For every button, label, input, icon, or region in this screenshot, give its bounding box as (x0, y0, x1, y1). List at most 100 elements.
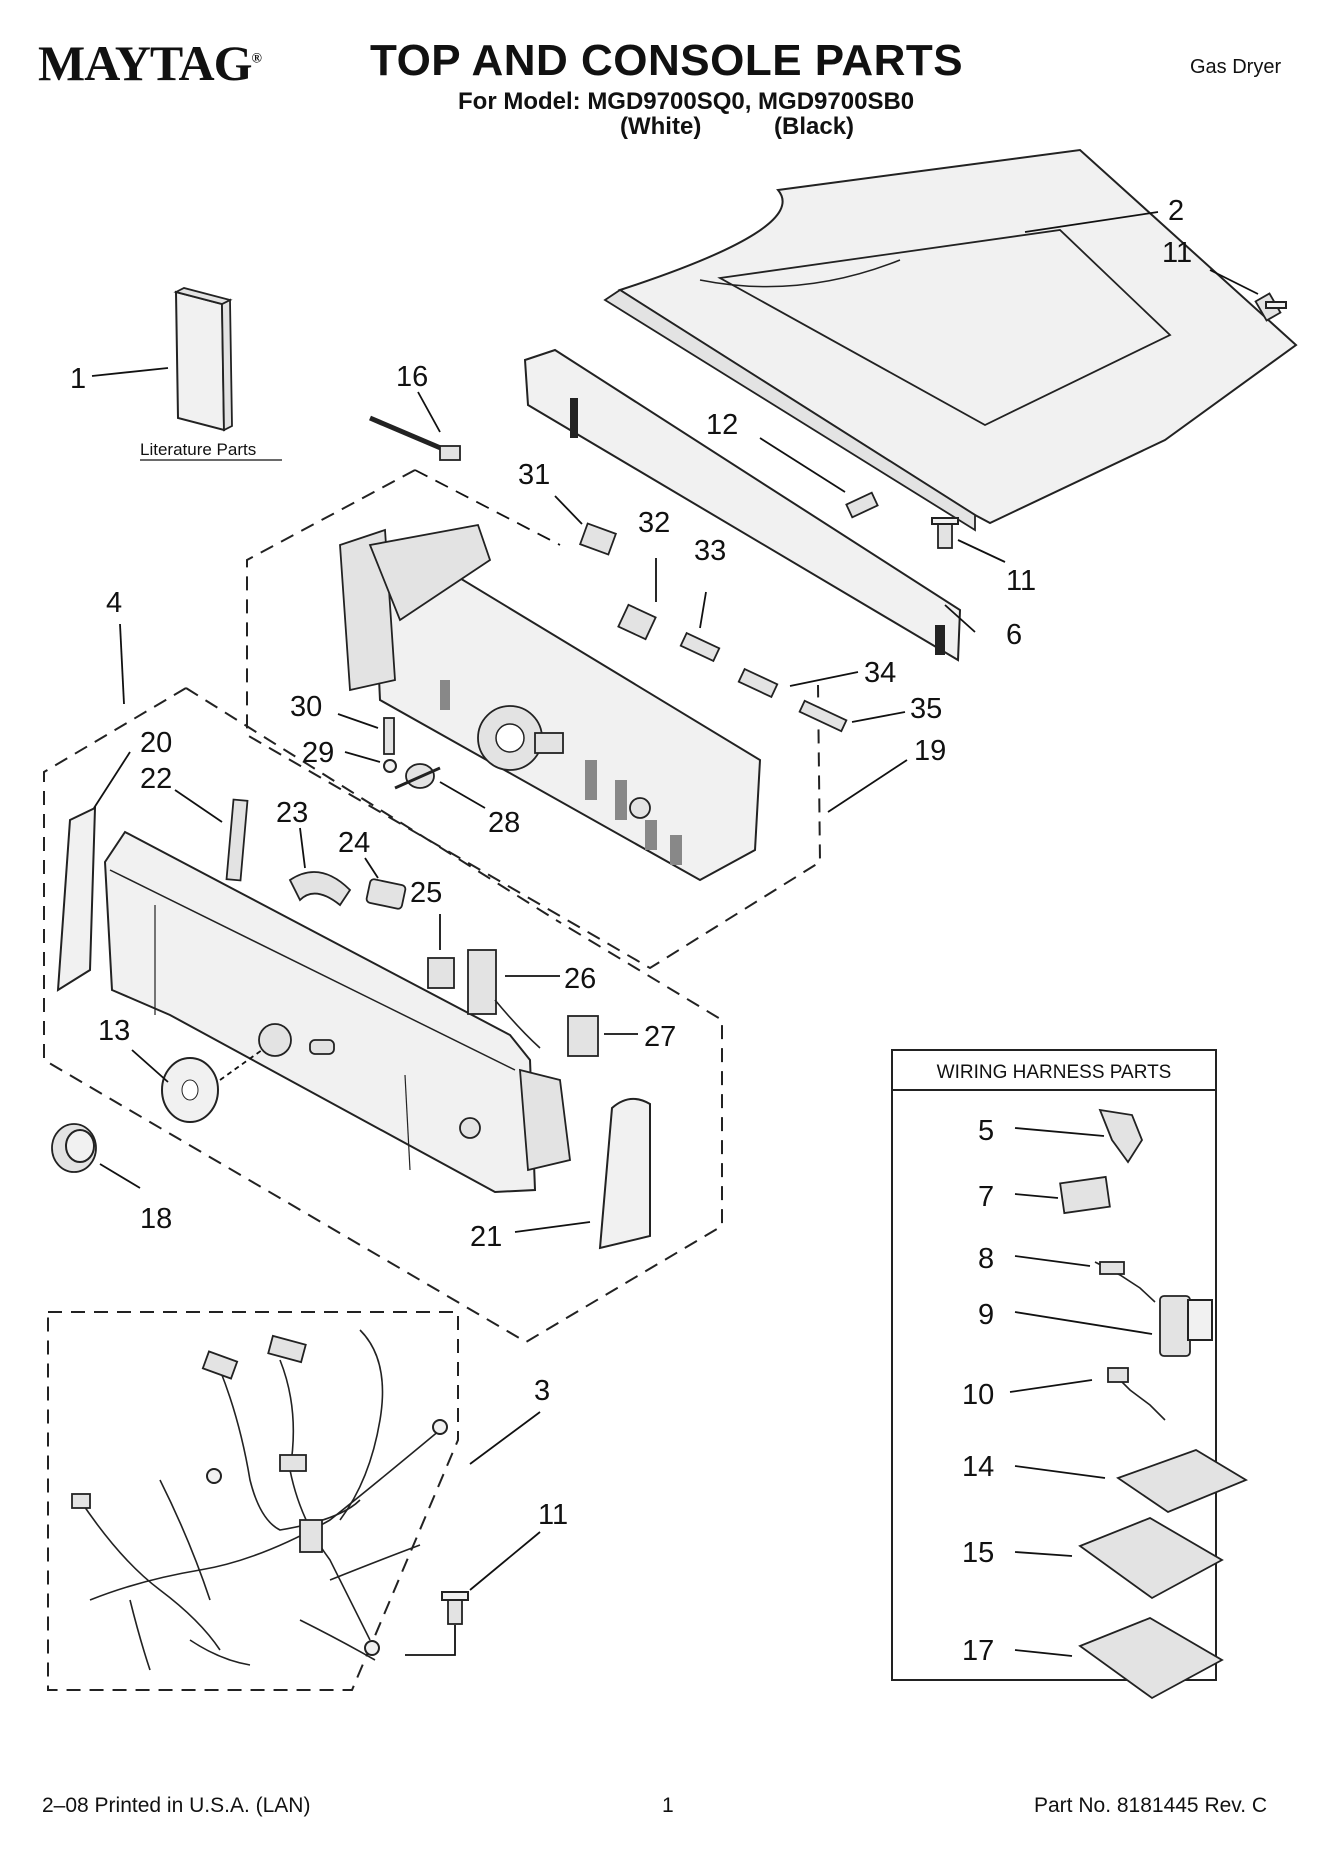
callout-11-bottom: 11 (538, 1499, 568, 1531)
leader-12 (759, 437, 846, 493)
leader-16 (417, 391, 441, 433)
color-white-label: (White) (620, 113, 702, 140)
leader-34 (789, 671, 859, 687)
leader-14 (1014, 1465, 1106, 1479)
callout-12: 12 (706, 409, 738, 441)
part-25 (427, 957, 455, 989)
part-26 (467, 949, 541, 1049)
callout-15: 15 (962, 1537, 994, 1569)
console-assembly-boundary (43, 687, 723, 1344)
dryer-top-panel (603, 148, 1298, 532)
leader-24 (364, 857, 379, 879)
page-title: TOP AND CONSOLE PARTS (370, 36, 964, 85)
leader-3 (469, 1411, 541, 1465)
leader-33 (699, 591, 707, 629)
callout-23: 23 (276, 797, 308, 829)
part-15 (1078, 1517, 1224, 1600)
callout-16: 16 (396, 361, 428, 393)
leader-11-middle (957, 539, 1006, 563)
part-9 (1159, 1295, 1213, 1357)
leader-21 (514, 1221, 591, 1233)
control-housing (339, 523, 762, 882)
part-27 (567, 1015, 599, 1057)
leader-35 (851, 711, 906, 723)
part-13-dial (161, 1057, 219, 1123)
literature-parts-label: Literature Parts (140, 440, 256, 459)
leader-31 (554, 495, 583, 525)
callout-27: 27 (644, 1021, 676, 1053)
callout-17: 17 (962, 1635, 994, 1667)
appliance-type: Gas Dryer (1190, 56, 1282, 78)
callout-26: 26 (564, 963, 596, 995)
callout-8: 8 (978, 1243, 994, 1275)
screw-11-top (1254, 292, 1287, 322)
part-8 (1094, 1261, 1156, 1303)
literature-book (173, 287, 233, 432)
screw-11-bottom (441, 1591, 469, 1625)
brand-name: MAYTAG (38, 35, 252, 91)
leader-18 (99, 1163, 141, 1189)
part-17 (1078, 1617, 1224, 1700)
wiring-harness-parts-box (891, 1049, 1217, 1681)
part-14 (1116, 1449, 1249, 1514)
leader-23 (299, 827, 306, 869)
screw-12 (845, 491, 879, 519)
part-24 (365, 878, 407, 910)
leader-13 (131, 1049, 169, 1083)
callout-25: 25 (410, 877, 442, 909)
main-wiring-harness (71, 1329, 448, 1671)
callout-31: 31 (518, 459, 550, 491)
part-32 (617, 603, 657, 641)
part-23 (288, 871, 352, 907)
part-31 (578, 522, 618, 556)
page-number: 1 (662, 1794, 674, 1817)
callout-13: 13 (98, 1015, 130, 1047)
callout-2: 2 (1168, 195, 1184, 227)
cable-tie (369, 415, 461, 461)
end-cap-right (519, 1068, 651, 1250)
leader-15 (1014, 1551, 1073, 1557)
part-28 (394, 763, 441, 790)
part-10 (1107, 1367, 1166, 1421)
part-30 (383, 717, 395, 755)
end-cap-left (56, 806, 97, 992)
leader-11-bottom (469, 1531, 541, 1591)
leader-30 (337, 713, 379, 729)
leader-17 (1014, 1649, 1073, 1657)
callout-6: 6 (1006, 619, 1022, 651)
callout-10: 10 (962, 1379, 994, 1411)
console-boundary-top (185, 687, 557, 921)
part-18-knob (51, 1123, 97, 1173)
part-34 (737, 667, 779, 699)
callout-30: 30 (290, 691, 322, 723)
callout-4: 4 (106, 587, 122, 619)
callout-28: 28 (488, 807, 520, 839)
leader-9 (1014, 1311, 1153, 1335)
part-29 (383, 759, 397, 773)
callout-22: 22 (140, 763, 172, 795)
leader-8 (1014, 1255, 1091, 1267)
leader-22 (174, 789, 223, 823)
leader-2 (1024, 211, 1159, 233)
leader-29 (344, 751, 381, 763)
wiring-harness-parts-title: WIRING HARNESS PARTS (937, 1062, 1172, 1083)
callout-11-top: 11 (1162, 237, 1192, 269)
leader-20 (93, 751, 131, 809)
leader-10 (1009, 1379, 1093, 1393)
callout-32: 32 (638, 507, 670, 539)
callout-24: 24 (338, 827, 370, 859)
leader-1 (91, 367, 169, 377)
callout-33: 33 (694, 535, 726, 567)
registered-mark: ® (251, 51, 262, 67)
model-line: For Model: MGD9700SQ0, MGD9700SB0 (458, 88, 915, 115)
callout-29: 29 (302, 737, 334, 769)
screw-to-harness (405, 1625, 456, 1656)
leader-7 (1014, 1193, 1059, 1199)
console-panel (103, 830, 537, 1194)
callout-20: 20 (140, 727, 172, 759)
callout-7: 7 (978, 1181, 994, 1213)
callout-34: 34 (864, 657, 896, 689)
callout-9: 9 (978, 1299, 994, 1331)
callout-19: 19 (914, 735, 946, 767)
